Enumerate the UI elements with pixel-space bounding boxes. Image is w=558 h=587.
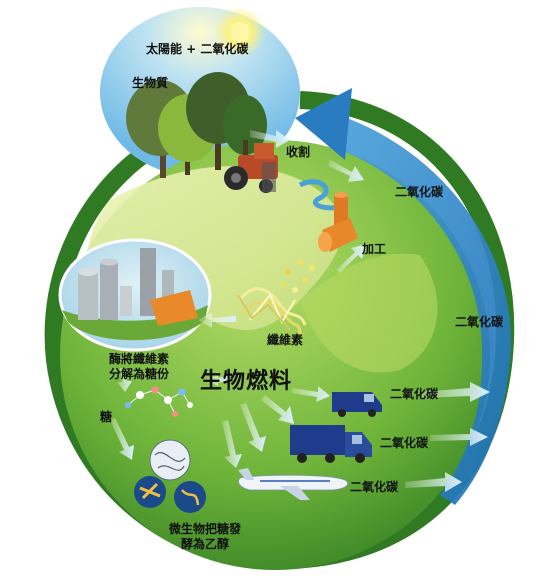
van-icon: [332, 392, 382, 417]
label-microbe-line1: 微生物把糖發: [168, 522, 241, 536]
truck-icon: [290, 425, 372, 463]
label-co2-plane: 二氧化碳: [350, 480, 399, 494]
tree-icon: [126, 72, 267, 178]
label-enzyme-line1: 酶將纖維素: [108, 352, 169, 366]
pellets: [280, 259, 315, 293]
label-biofuel: 生物燃料: [200, 369, 293, 394]
label-enzyme: 酶將纖維素 分解為糖份: [84, 352, 194, 382]
sun-icon: [214, 6, 266, 58]
label-microbe-line2: 酵為乙醇: [180, 537, 229, 551]
label-biomass: 生物質: [132, 76, 169, 90]
label-harvest: 收割: [286, 145, 311, 159]
sugar-molecule-icon: [125, 386, 193, 417]
processing-pipes-icon: [318, 192, 358, 252]
label-process: 加工: [362, 242, 387, 256]
label-sugar: 糖: [100, 410, 113, 424]
cellulose-fiber-icon: [237, 287, 307, 336]
airplane-icon: [238, 468, 349, 500]
watermark-logo: [423, 531, 522, 565]
biorefinery-icon: [58, 238, 212, 352]
flow-arrows: [110, 130, 490, 492]
label-co2-top: 二氧化碳: [395, 185, 444, 199]
stream: [298, 179, 347, 211]
label-co2-truck: 二氧化碳: [380, 436, 429, 450]
label-cellulose: 纖維素: [267, 333, 304, 347]
microbe-icon: [134, 439, 206, 513]
label-co2-van: 二氧化碳: [390, 387, 439, 401]
tractor-icon: [224, 143, 278, 193]
label-co2-right: 二氧化碳: [455, 315, 504, 329]
label-enzyme-line2: 分解為糖份: [108, 367, 169, 381]
co2-cycle-arrow: [295, 88, 511, 505]
label-microbe: 微生物把糖發 酵為乙醇: [140, 522, 270, 552]
label-sun-co2: 太陽能 + 二氧化碳: [146, 42, 249, 56]
